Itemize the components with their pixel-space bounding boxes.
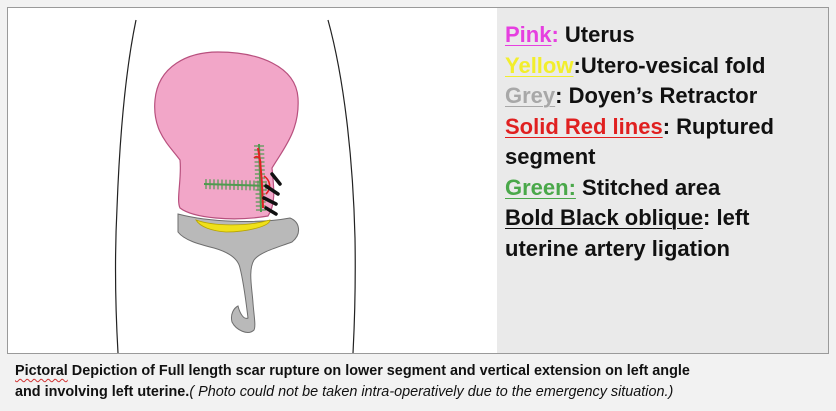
caption-bold-part1: Depiction of Full length scar rupture on… (68, 363, 690, 379)
legend-text: segment (505, 144, 595, 169)
caption-italic-note: ( Photo could not be taken intra-operati… (189, 384, 673, 400)
legend-item-yellow: Yellow:Utero-vesical fold (505, 51, 823, 82)
legend-separator: : (555, 83, 568, 108)
caption-underlined-word: Pictoral (15, 363, 68, 379)
legend-item-grey: Grey: Doyen’s Retractor (505, 81, 823, 112)
legend-item-black: Bold Black oblique: left (505, 203, 823, 234)
drawing-panel (7, 7, 498, 354)
legend-text: left (716, 205, 749, 230)
legend-separator: : (663, 114, 676, 139)
legend-separator: : (703, 205, 716, 230)
legend-text: Uterus (565, 22, 635, 47)
legend-separator: : (573, 53, 580, 78)
legend-item-red-continued: segment (505, 142, 823, 173)
figure-caption: Pictoral Depiction of Full length scar r… (15, 361, 830, 403)
body-outline-right (328, 20, 355, 353)
caption-bold-part2: and involving left uterine. (15, 384, 189, 400)
body-outline-left (115, 20, 136, 353)
legend-key: Solid Red lines (505, 114, 663, 139)
uterus-diagram (8, 8, 497, 353)
legend-separator: : (551, 22, 564, 47)
legend-key: Green: (505, 175, 576, 200)
legend-text: Doyen’s Retractor (569, 83, 758, 108)
legend-text: Ruptured (676, 114, 774, 139)
caption-lead: Pictoral Depiction of Full length scar r… (15, 363, 690, 379)
legend-item-black-continued: uterine artery ligation (505, 234, 823, 265)
legend-key: Pink (505, 22, 551, 47)
legend: Pink: Uterus Yellow:Utero-vesical fold G… (505, 20, 823, 264)
legend-text: uterine artery ligation (505, 236, 730, 261)
legend-panel: Pink: Uterus Yellow:Utero-vesical fold G… (497, 7, 829, 354)
legend-key: Yellow (505, 53, 573, 78)
legend-item-green: Green: Stitched area (505, 173, 823, 204)
legend-text: Utero-vesical fold (581, 53, 766, 78)
legend-text: Stitched area (582, 175, 720, 200)
legend-item-red: Solid Red lines: Ruptured (505, 112, 823, 143)
legend-item-pink: Pink: Uterus (505, 20, 823, 51)
legend-key: Bold Black oblique (505, 205, 703, 230)
legend-key: Grey (505, 83, 555, 108)
